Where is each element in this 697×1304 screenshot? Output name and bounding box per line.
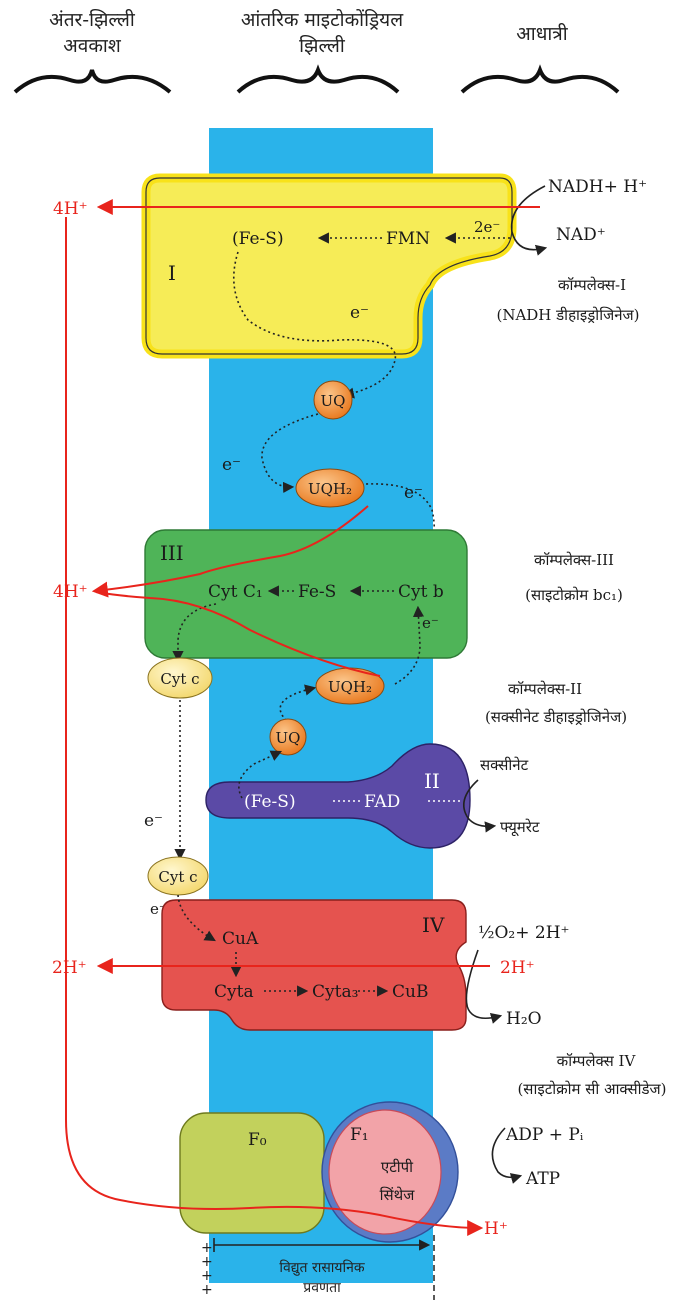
complex-2: II (Fe-S) FAD [205, 743, 471, 849]
two-electron-label: 2e⁻ [474, 218, 500, 236]
svg-text:झिल्ली: झिल्ली [299, 34, 346, 57]
proton-pathways: 4H⁺ 4H⁺ 2H⁺ 2H⁺ H⁺ [52, 199, 540, 1239]
ubiquinone-2: UQ [269, 718, 307, 756]
ubiquinone-1: UQ [313, 380, 353, 420]
svg-text:अवकाश: अवकाश [63, 35, 122, 57]
svg-text:UQH₂: UQH₂ [308, 480, 352, 498]
complex-1-name: कॉम्पलेक्स-I [558, 276, 626, 294]
electrochemical-gradient: + + + + विद्युत रासायनिक प्रवणता [201, 1238, 431, 1298]
nadh-reaction: NADH+ H⁺ NAD⁺ कॉम्पलेक्स-I (NADH डीहाइड्… [496, 177, 647, 324]
complex-3-proton-arrow-1 [91, 505, 369, 598]
oxygen-reduction: ½O₂+ 2H⁺ H₂O कॉम्पलेक्स IV (साइटोक्रोम स… [465, 923, 667, 1098]
cytochrome-c-2: Cyt c [147, 856, 209, 896]
complex-3-numeral: III [160, 541, 184, 565]
succinate-reaction: सक्सीनेट फ्यूमरेट [462, 756, 540, 837]
complex-2-body [205, 743, 471, 849]
adp-label: ADP + Pᵢ [505, 1125, 584, 1145]
header-matrix: आधात्री [460, 22, 620, 94]
svg-text:+: + [201, 1268, 213, 1284]
fes-to-uq-arrow [232, 251, 397, 399]
atp-label: ATP [525, 1169, 560, 1189]
water-label: H₂O [506, 1009, 542, 1029]
complex-3-proton-arrow-2 [95, 591, 381, 677]
cyta-label: Cyta [214, 982, 254, 1002]
brace-matrix [460, 64, 620, 94]
complex-2-name: कॉम्पलेक्स-II [508, 680, 582, 698]
f0-label: F₀ [248, 1130, 267, 1150]
fes-label-3: Fe-S [298, 582, 336, 602]
header-intermembrane-space: अंतर-झिल्ली अवकाश [13, 8, 172, 94]
complex-4-numeral: IV [422, 913, 445, 937]
proton-label-4: 2H⁺ [52, 958, 87, 978]
cua-label: CuA [222, 929, 259, 949]
complex-3: III Cyt C₁ Fe-S Cyt b e⁻ कॉम्पलेक्स-III … [144, 529, 623, 685]
complex-4: IV CuA Cyta Cyta₃ CuB [161, 894, 467, 1031]
complex-2-enzyme: (सक्सीनेट डीहाइड्रोजिनेज) [485, 708, 627, 726]
svg-text:+: + [201, 1240, 213, 1256]
complex-1-body [141, 173, 517, 359]
proton-return-path [65, 217, 484, 1236]
svg-text:अंतर-झिल्ली: अंतर-झिल्ली [49, 8, 136, 31]
header-inner-membrane: आंतरिक माइटोकोंड्रियल झिल्ली [236, 8, 404, 94]
electron-label-5: e⁻ [144, 811, 163, 831]
proton-label-1: 4H⁺ [53, 199, 88, 219]
brace-inner-membrane [236, 64, 400, 94]
atp-synthase-name-2: सिंथेज [380, 1186, 416, 1204]
proton-label-3: 4H⁺ [53, 582, 88, 602]
nad-label: NAD⁺ [556, 225, 606, 245]
svg-text:UQH₂: UQH₂ [328, 678, 372, 696]
oxygen-label: ½O₂+ 2H⁺ [478, 923, 570, 943]
electron-label-2: e⁻ [222, 455, 241, 475]
complex-4-enzyme: (साइटोक्रोम सी आक्सीडेज) [517, 1080, 666, 1098]
cyt-c1-label: Cyt C₁ [208, 582, 263, 602]
complex-2-numeral: II [424, 769, 440, 793]
proton-out-label: H⁺ [484, 1219, 508, 1239]
ubiquinol-1: UQH₂ [295, 468, 365, 508]
svg-text:आधात्री: आधात्री [516, 22, 569, 45]
svg-text:UQ: UQ [321, 392, 346, 410]
complex-3-body [144, 529, 468, 659]
svg-text:Cyt c: Cyt c [158, 868, 197, 886]
svg-text:+: + [201, 1282, 213, 1298]
cyt-b-label: Cyt b [398, 582, 444, 602]
cyta3-label: Cyta₃ [312, 982, 358, 1002]
fad-label: FAD [364, 792, 400, 812]
complex-3-name: कॉम्पलेक्स-III [534, 551, 614, 569]
svg-text:UQ: UQ [276, 729, 301, 747]
electron-label-3: e⁻ [404, 483, 423, 503]
fes-label-1: (Fe-S) [232, 229, 284, 249]
svg-text:Cyt c: Cyt c [160, 670, 199, 688]
uq-to-uqh2-arrow [261, 413, 319, 493]
complex-1-numeral: I [168, 261, 176, 285]
electron-label-1: e⁻ [350, 303, 369, 323]
cub-label: CuB [392, 982, 428, 1002]
fes-label-2: (Fe-S) [244, 792, 296, 812]
fmn-label: FMN [386, 229, 430, 249]
ubiquinol-2: UQH₂ [315, 667, 385, 705]
gradient-label-1: विद्युत रासायनिक [279, 1259, 365, 1276]
complex-3-enzyme: (साइटोक्रोम bc₁) [525, 586, 623, 604]
brace-intermembrane [13, 69, 172, 94]
svg-text:आंतरिक माइटोकोंड्रियल: आंतरिक माइटोकोंड्रियल [241, 8, 404, 31]
complex-1-enzyme: (NADH डीहाइड्रोजिनेज) [496, 306, 639, 324]
f1-label: F₁ [350, 1125, 369, 1145]
complex-4-name: कॉम्पलेक्स IV [557, 1052, 637, 1070]
proton-label-4-matrix: 2H⁺ [500, 958, 535, 978]
nadh-label: NADH+ H⁺ [548, 177, 647, 197]
cytochrome-c-1: Cyt c [147, 657, 213, 699]
electron-label-4: e⁻ [422, 614, 439, 632]
f1-subunit [328, 1109, 442, 1235]
atp-synthase-name-1: एटीपी [381, 1158, 414, 1176]
svg-text:+: + [201, 1254, 213, 1270]
succinate-label: सक्सीनेट [480, 756, 529, 774]
gradient-label-2: प्रवणता [303, 1280, 341, 1296]
fumarate-label: फ्यूमरेट [500, 818, 540, 837]
atp-synthase: F₀ F₁ एटीपी सिंथेज ADP + Pᵢ ATP [179, 1101, 584, 1243]
